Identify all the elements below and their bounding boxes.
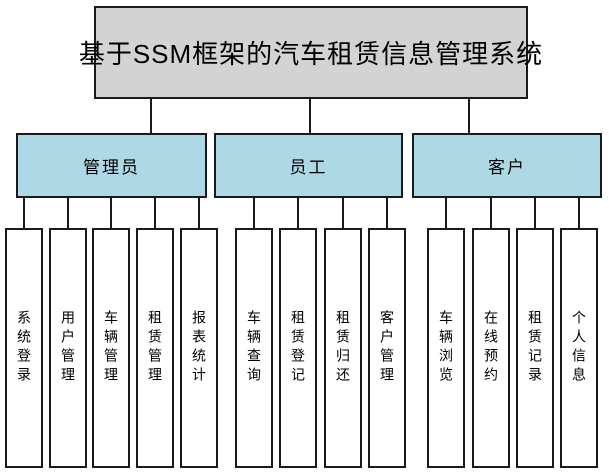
connector-customer-online-booking [490, 198, 492, 228]
root-box-system-title: 基于SSM框架的汽车租赁信息管理系统 [79, 6, 542, 99]
connector-customer-personal-info [578, 198, 580, 228]
leaf-box-customer-management: 客户管理 [368, 228, 406, 468]
leaf-box-rental-records: 租赁记录 [516, 228, 554, 468]
leaf-box-report-statistics: 报表统计 [180, 228, 218, 468]
leaf-box-system-login: 系统登录 [5, 228, 43, 468]
leaf-box-vehicle-browse: 车辆浏览 [427, 228, 465, 468]
branch-box-customer: 客户 [412, 133, 602, 198]
connector-staff-customer-management [386, 198, 388, 228]
leaf-box-vehicle-management: 车辆管理 [92, 228, 130, 468]
connector-customer-rental-records [534, 198, 536, 228]
leaf-box-personal-info: 个人信息 [560, 228, 598, 468]
connector-staff-vehicle-query [253, 198, 255, 228]
connector-root-staff [309, 99, 311, 133]
connector-admin-report-statistics [198, 198, 200, 228]
branch-box-admin: 管理员 [16, 133, 207, 198]
leaf-box-rental-registration: 租赁登记 [279, 228, 317, 468]
leaf-box-user-management: 用户管理 [49, 228, 87, 468]
connector-root-admin [150, 99, 152, 133]
connector-staff-rental-return [342, 198, 344, 228]
connector-admin-system-login [23, 198, 25, 228]
leaf-box-online-booking: 在线预约 [472, 228, 510, 468]
branch-box-staff: 员工 [214, 133, 403, 198]
connector-admin-user-management [67, 198, 69, 228]
leaf-box-vehicle-query: 车辆查询 [235, 228, 273, 468]
leaf-box-rental-management: 租赁管理 [136, 228, 174, 468]
connector-staff-rental-registration [297, 198, 299, 228]
connector-admin-rental-management [154, 198, 156, 228]
leaf-box-rental-return: 租赁归还 [324, 228, 362, 468]
connector-admin-vehicle-management [110, 198, 112, 228]
connector-customer-vehicle-browse [445, 198, 447, 228]
connector-root-customer [468, 99, 470, 133]
